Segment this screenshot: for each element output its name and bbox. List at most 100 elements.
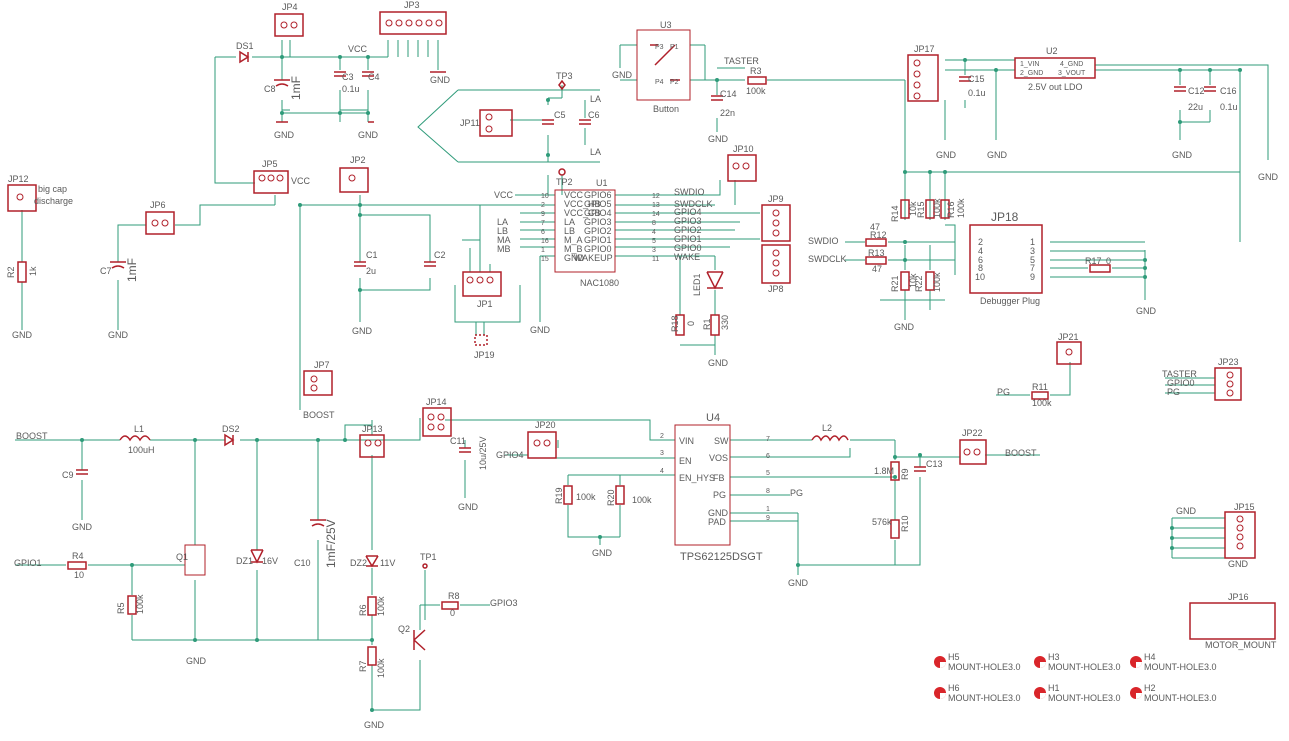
gpio4-net-jp20: GPIO4 (496, 450, 524, 460)
gnd-label-r2: GND (12, 330, 33, 340)
gpio0-net-jp23: GPIO0 (1167, 378, 1195, 388)
r5-label: R5 (116, 602, 126, 614)
r18-value: 0 (686, 321, 696, 326)
r16-resistor (940, 199, 950, 219)
jp18-name: Debugger Plug (980, 296, 1040, 306)
r7-value: 100k (376, 658, 386, 678)
la-net-bottom: LA (590, 147, 601, 157)
gpio2-net-u1: GPIO2 (674, 225, 702, 235)
u4-num-5: 5 (766, 470, 770, 477)
l1-label: L1 (134, 424, 144, 434)
u1-num-6: 6 (541, 229, 545, 236)
c15-capacitor (959, 76, 971, 82)
jp10-connector (727, 154, 757, 182)
u4-pin-en-hys: EN_HYS (679, 473, 715, 483)
r3-resistor (747, 76, 767, 85)
mount-hole-h6: H6 MOUNT-HOLE3.0 (934, 683, 1021, 703)
jp18-pin-4: 4 (978, 246, 983, 256)
u2-label: U2 (1046, 46, 1058, 56)
led1-label: LED1 (692, 273, 702, 296)
l2-inductor (811, 435, 849, 442)
r10-label: R10 (900, 515, 910, 532)
u1-pin-vcc: VCC (564, 190, 584, 200)
jp5-label: JP5 (262, 159, 278, 169)
u4-pin-vin: VIN (679, 436, 694, 446)
vcc-net-label: VCC (348, 44, 368, 54)
u1-num-10: 10 (541, 193, 549, 200)
jp5-connector (253, 170, 289, 194)
c5-capacitor (542, 119, 554, 125)
jp15-connector (1224, 511, 1256, 559)
u1-pin-wakeup: WAKEUP (574, 253, 613, 263)
mount-hole-h4: H4 MOUNT-HOLE3.0 (1130, 652, 1217, 672)
ma-net-u1: MA (497, 235, 511, 245)
jp21-label: JP21 (1058, 332, 1079, 342)
swdclk-net-u1: SWDCLK (674, 199, 713, 209)
jp18-pin-1: 1 (1030, 237, 1035, 247)
c16-label: C16 (1220, 86, 1237, 96)
dz2-label: DZ2 (350, 558, 367, 568)
jp9-label: JP9 (768, 194, 784, 204)
r4-label: R4 (72, 551, 84, 561)
r3-label: R3 (750, 66, 762, 76)
discharge-section: JP12 big cap discharge R2 1k GND (6, 174, 73, 340)
u1-left-pins: VCC VCC_HB VCC_CB LA LB M_A M_B GND 10 2… (541, 190, 601, 263)
swdio-net-debugger: SWDIO (808, 236, 839, 246)
c6-capacitor (579, 119, 591, 125)
jp8-connector (761, 244, 791, 284)
gnd-label-c9: GND (72, 522, 93, 532)
r12-label: R12 (870, 230, 887, 240)
u2-ldo-body (1014, 57, 1096, 79)
c11-label: C11 (450, 436, 466, 446)
u1-label: U1 (596, 178, 608, 188)
u4-pin-fb: FB (713, 473, 725, 483)
u1-pin-m-b: M_B (564, 244, 583, 254)
r17-value: 0 (1106, 256, 1111, 266)
c12-capacitor (1174, 86, 1186, 92)
jp20-label: JP20 (535, 420, 556, 430)
r11-label: R11 (1032, 382, 1048, 392)
u4-num-3: 3 (660, 450, 664, 457)
gpio4-net-u1: GPIO4 (674, 207, 702, 217)
gpio3-net-u1: GPIO3 (674, 216, 702, 226)
gnd-label-c8: GND (274, 130, 295, 140)
big-cap-section: JP6 C7 1mF GND JP5 VCC JP2 C1 2u C2 GND … (100, 155, 540, 420)
r4-value: 10 (74, 570, 84, 580)
r5-value: 100k (135, 594, 145, 614)
dz2-zener (365, 555, 379, 568)
motor-section: GND JP15 GND JP16 MOTOR_MOUNT (1170, 502, 1277, 650)
mount-hole-h2-ref: H2 (1144, 683, 1156, 693)
u4-pin-en: EN (679, 456, 692, 466)
c14-capacitor (711, 95, 723, 101)
jp14-connector (422, 407, 452, 437)
u1-num-16: 16 (541, 238, 549, 245)
boost-net-left: BOOST (16, 431, 48, 441)
u4-pin-sw: SW (714, 436, 729, 446)
u3-button-body (636, 29, 691, 101)
jp16-motor-mount (1189, 602, 1276, 640)
r9-resistor (890, 461, 900, 481)
mb-net-u1: MB (497, 244, 511, 254)
u1-pin-vcc-cb: VCC_CB (564, 208, 601, 218)
jp3-connector (379, 11, 447, 35)
mount-hole-h1: H1 MOUNT-HOLE3.0 (1034, 683, 1121, 703)
dz2-value: 11V (380, 558, 395, 568)
jp23-connector (1214, 367, 1242, 401)
c4-capacitor (362, 71, 374, 77)
mount-hole-h4-name: MOUNT-HOLE3.0 (1144, 662, 1217, 672)
u1-pin-gpio0: GPIO0 (584, 244, 612, 254)
u4-name: TPS62125DSGT (680, 551, 763, 563)
l2-label: L2 (822, 423, 832, 433)
r10-value: 576k (872, 517, 892, 527)
taster-net-label: TASTER (724, 56, 759, 66)
jp18-pin-2: 2 (978, 237, 983, 247)
r5-resistor (127, 595, 137, 615)
u1-pin-gnd: GND (564, 253, 585, 263)
jp6-connector (145, 211, 175, 235)
ds2-label: DS2 (222, 424, 240, 434)
u4-num-8: 8 (766, 488, 770, 495)
swdio-net-u1: SWDIO (674, 187, 705, 197)
u1-num-14: 14 (652, 211, 660, 218)
jp18-pin-3: 3 (1030, 246, 1035, 256)
u4-pin-pg: PG (713, 490, 726, 500)
